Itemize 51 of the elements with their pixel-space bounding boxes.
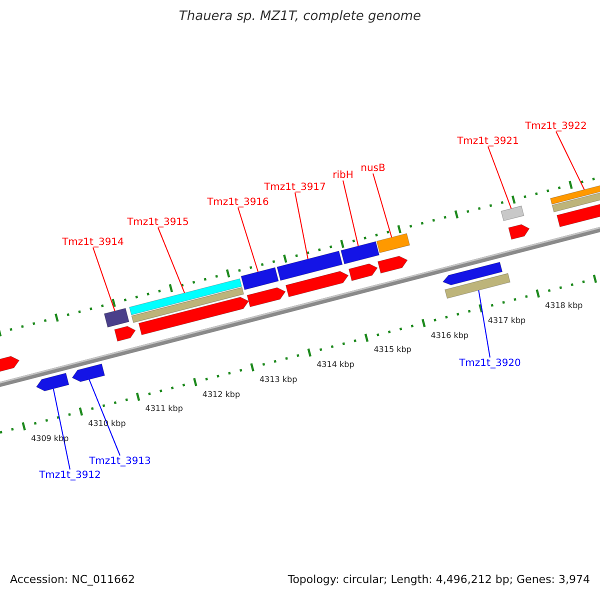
gene-feature bbox=[285, 270, 349, 298]
gene-feature bbox=[376, 233, 410, 254]
scale-label: 4311 kbp bbox=[145, 405, 183, 414]
scale-label: 4318 kbp bbox=[545, 302, 583, 311]
leader-line bbox=[488, 146, 512, 210]
gene-feature bbox=[246, 287, 286, 308]
leader-line bbox=[238, 207, 259, 272]
scale-label: 4315 kbp bbox=[374, 346, 412, 356]
gene-feature bbox=[348, 263, 378, 282]
scale-label: 4312 kbp bbox=[202, 390, 240, 400]
gene-label: Tmz1t_3915 bbox=[127, 216, 189, 228]
gene-feature bbox=[131, 287, 244, 323]
gene-feature bbox=[240, 267, 279, 290]
gene-label: nusB bbox=[360, 162, 386, 174]
gene-feature bbox=[500, 206, 524, 222]
leader-line bbox=[372, 173, 392, 238]
gene-feature bbox=[508, 224, 530, 240]
scale-label: 4316 kbp bbox=[430, 332, 468, 340]
gene-label: Tmz1t_3917 bbox=[264, 182, 326, 192]
gene-feature bbox=[104, 308, 130, 328]
scale-label: 4314 kbp bbox=[316, 361, 354, 370]
gene-feature bbox=[340, 241, 380, 264]
gene-label: Tmz1t_3913 bbox=[89, 456, 151, 466]
gene-label: Tmz1t_3914 bbox=[62, 236, 124, 248]
gene-feature bbox=[444, 273, 510, 299]
gene-label: Tmz1t_3912 bbox=[39, 470, 101, 480]
gene-feature bbox=[138, 296, 250, 336]
leader-line bbox=[158, 227, 186, 294]
gene-label: Tmz1t_3920 bbox=[459, 358, 521, 368]
leader-line bbox=[556, 131, 585, 190]
scale-label: 4317 kbp bbox=[488, 316, 526, 326]
gene-feature bbox=[129, 278, 242, 316]
gene-label: Tmz1t_3922 bbox=[525, 120, 587, 132]
gene-feature bbox=[276, 250, 343, 281]
gene-label: Tmz1t_3916 bbox=[207, 196, 269, 208]
genome-info-text: Topology: circular; Length: 4,496,212 bp; Genes: 3,974 bbox=[288, 574, 590, 586]
gene-feature bbox=[72, 364, 106, 382]
gene-feature bbox=[442, 262, 503, 286]
gene-feature bbox=[377, 256, 408, 274]
accession-text: Accession: NC_011662 bbox=[10, 574, 136, 586]
leader-line bbox=[52, 388, 70, 470]
leader-line bbox=[478, 290, 490, 358]
gene-feature bbox=[114, 326, 136, 342]
leader-line bbox=[342, 180, 359, 246]
leader-line bbox=[88, 379, 120, 456]
diagram-title: Thauera sp. MZ1T, complete genome bbox=[178, 10, 422, 24]
gene-feature bbox=[36, 372, 70, 392]
leader-line bbox=[92, 247, 116, 312]
gene-label: ribH bbox=[332, 170, 354, 180]
scale-label: 4313 kbp bbox=[259, 376, 298, 385]
gene-label: Tmz1t_3921 bbox=[457, 136, 519, 146]
